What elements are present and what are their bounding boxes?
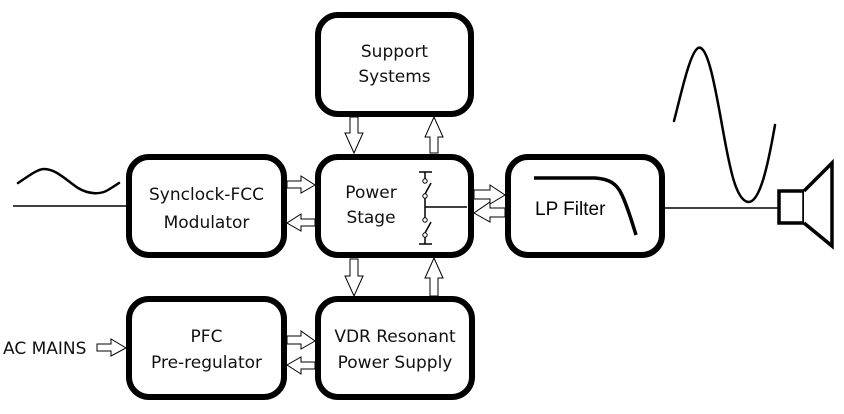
lowpass-curve-icon — [534, 176, 638, 236]
half-bridge-switch-icon — [419, 171, 467, 245]
vdr-power-supply-block[interactable]: VDR Resonant Power Supply — [315, 296, 475, 400]
arrow-vdr-to-power-stage — [424, 256, 444, 297]
speaker-icon — [777, 158, 834, 250]
modulator-block[interactable]: Synclock-FCC Modulator — [126, 154, 287, 258]
pfc-block[interactable]: PFC Pre-regulator — [126, 296, 287, 400]
lp-filter-label: LP Filter — [535, 199, 606, 220]
arrow-power-stage-to-support — [424, 115, 444, 154]
arrow-power-stage-to-modulator — [286, 213, 316, 232]
arrow-power-stage-to-lp-filter — [473, 184, 506, 205]
output-sine-wave-icon — [672, 46, 777, 204]
arrow-modulator-to-power-stage — [286, 175, 316, 194]
vdr-label-line2: Power Supply — [338, 353, 453, 373]
modulator-label-line2: Modulator — [164, 213, 250, 233]
arrow-power-stage-to-vdr — [344, 258, 364, 298]
lp-filter-block[interactable]: LP Filter — [505, 154, 665, 258]
support-systems-block[interactable]: Support Systems — [315, 12, 474, 117]
support-systems-label-line1: Support — [361, 42, 429, 62]
arrow-lp-filter-to-power-stage — [473, 201, 506, 223]
power-stage-label-line2: Stage — [346, 208, 395, 228]
arrow-vdr-to-pfc — [286, 356, 316, 375]
support-systems-label-line2: Systems — [358, 67, 430, 87]
vdr-label-line1: VDR Resonant — [334, 327, 456, 347]
pfc-label-line1: PFC — [191, 327, 223, 347]
ac-mains-label: AC MAINS — [3, 339, 86, 359]
power-stage-block[interactable]: Power Stage — [315, 154, 474, 258]
arrow-ac-mains-to-pfc — [96, 338, 128, 357]
arrow-pfc-to-vdr — [286, 330, 316, 350]
arrow-support-to-power-stage — [344, 116, 364, 155]
pfc-label-line2: Pre-regulator — [151, 353, 262, 373]
input-sine-wave-icon — [16, 167, 121, 195]
modulator-label-line1: Synclock-FCC — [149, 185, 264, 205]
power-stage-label-line1: Power — [345, 183, 396, 203]
